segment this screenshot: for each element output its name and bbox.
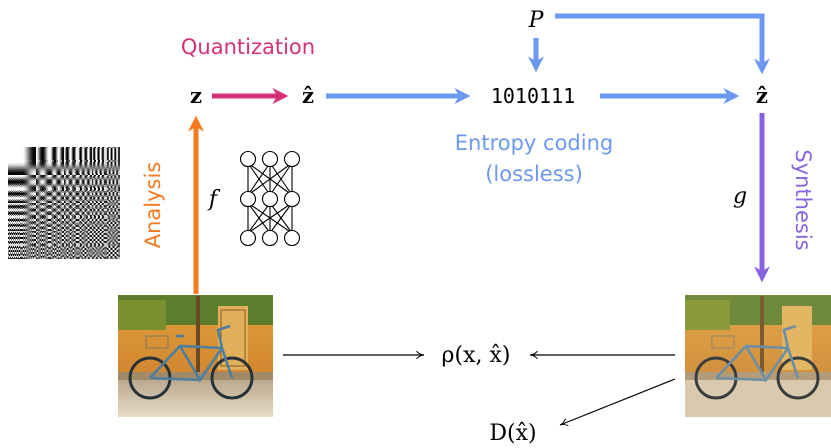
dct-basis-tile (50, 147, 64, 161)
dct-basis-tile (106, 175, 120, 189)
dct-basis-tile (50, 231, 64, 245)
synthesis-label: Synthesis (791, 149, 815, 250)
dct-basis-tile (106, 217, 120, 231)
dct-basis-tile (22, 217, 36, 231)
bitstream: 1010111 (491, 84, 575, 108)
entropy-lossless-label: (lossless) (485, 162, 583, 186)
output-to-d-arrow (559, 378, 676, 427)
dct-basis-tile (106, 231, 120, 245)
z-symbol: z (190, 83, 202, 108)
output-image (685, 295, 831, 417)
dct-basis-tile (78, 189, 92, 203)
dct-basis-tile (50, 245, 64, 259)
analysis-transform-f: f (207, 187, 221, 212)
dct-basis-tile (36, 161, 50, 175)
dct-basis-tile (8, 175, 22, 189)
dct-basis-tile (22, 203, 36, 217)
z-hat-quantized: ẑ (302, 83, 314, 108)
dct-basis-tile (78, 175, 92, 189)
input-image (118, 295, 273, 417)
dct-basis-tile (78, 217, 92, 231)
dct-basis-tile (106, 147, 120, 161)
dct-basis-tile (92, 161, 106, 175)
dct-basis-tile (64, 161, 78, 175)
dct-basis-tile (36, 231, 50, 245)
dct-basis-tile (50, 175, 64, 189)
dct-basis-tile (8, 217, 22, 231)
dct-basis-tile (22, 231, 36, 245)
dct-basis-tile (8, 189, 22, 203)
dct-basis-tile (64, 217, 78, 231)
neural-network-icon (239, 150, 301, 247)
dct-basis-tile (36, 217, 50, 231)
analysis-label: Analysis (141, 162, 165, 249)
dct-basis-tile (50, 189, 64, 203)
prior-p: P (528, 8, 545, 33)
quantization-label: Quantization (181, 35, 315, 59)
dct-basis-tile (92, 245, 106, 259)
dct-basis-tile (106, 203, 120, 217)
dct-basis-tile (50, 203, 64, 217)
dct-basis-tile (50, 217, 64, 231)
dct-basis-tile (64, 245, 78, 259)
dct-basis-tile (36, 147, 50, 161)
dct-basis-tile (92, 203, 106, 217)
dct-basis-tile (8, 245, 22, 259)
dct-basis-tile (22, 245, 36, 259)
dct-basis-tile (64, 231, 78, 245)
dct-basis-tile (64, 175, 78, 189)
dct-basis-tile (8, 203, 22, 217)
dct-basis-tile (106, 245, 120, 259)
dct-basis-tile (64, 203, 78, 217)
prior-to-decoder-arrow (555, 13, 771, 75)
dct-basis-tile (92, 175, 106, 189)
dct-basis-tile (36, 175, 50, 189)
dct-basis-tile (92, 217, 106, 231)
synthesis-transform-g: g (733, 184, 747, 209)
dct-basis-tile (106, 161, 120, 175)
entropy-coding-label: Entropy coding (455, 131, 613, 155)
dct-basis-tile (22, 189, 36, 203)
dct-basis-tile (22, 175, 36, 189)
dct-basis-tile (78, 161, 92, 175)
rate-d: D(x̂) (489, 421, 536, 446)
dct-basis-grid-icon (8, 147, 120, 259)
dct-basis-tile (36, 245, 50, 259)
dct-basis-tile (8, 231, 22, 245)
dct-basis-tile (8, 161, 22, 175)
dct-basis-tile (78, 203, 92, 217)
distortion-rho: ρ(x, x̂) (442, 343, 511, 368)
dct-basis-tile (92, 147, 106, 161)
dct-basis-tile (106, 189, 120, 203)
dct-basis-tile (78, 147, 92, 161)
dct-basis-tile (8, 147, 22, 161)
dct-basis-tile (22, 147, 36, 161)
dct-basis-tile (92, 231, 106, 245)
dct-basis-tile (36, 203, 50, 217)
dct-basis-tile (64, 147, 78, 161)
dct-basis-tile (64, 189, 78, 203)
dct-basis-tile (36, 189, 50, 203)
dct-basis-tile (22, 161, 36, 175)
dct-basis-tile (92, 189, 106, 203)
dct-basis-tile (78, 245, 92, 259)
z-hat-decoded: ẑ (756, 83, 768, 108)
dct-basis-tile (50, 161, 64, 175)
dct-basis-tile (78, 231, 92, 245)
